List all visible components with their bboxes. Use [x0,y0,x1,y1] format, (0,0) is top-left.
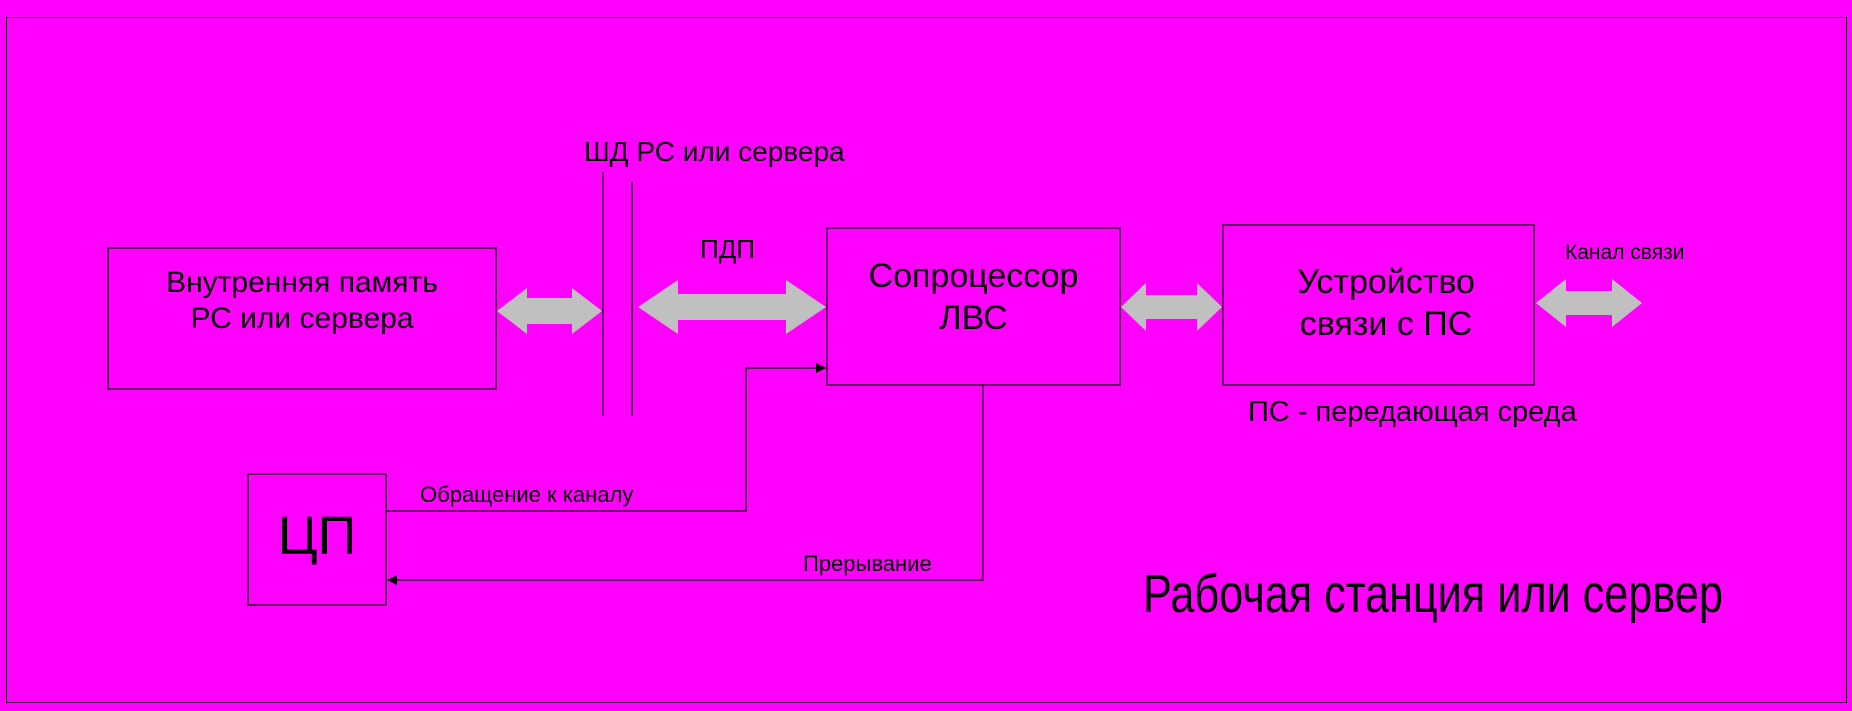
channel-request-label: Обращение к каналу [420,482,634,507]
channel-arrow [1536,279,1642,327]
coprocessor-block [826,227,1121,386]
coprocessor-label-line2: ЛВС [939,299,1008,337]
dma-arrow [638,280,826,334]
comm-device-block-label: Устройство связи с ПС [1238,258,1534,348]
channel-label: Канал связи [1565,241,1685,264]
diagram-title: Рабочая станция или сервер [1143,564,1723,624]
comm-device-block [1222,224,1535,386]
coprocessor-block-label: Сопроцессор ЛВС [827,252,1120,342]
data-bus-label: ШД РС или сервера [584,136,845,167]
dma-label: ПДП [700,234,755,264]
memory-label-line1: Внутренняя память [166,266,438,299]
channel-request-line [386,363,826,512]
cpu-block-label: ЦП [248,496,386,576]
interrupt-label: Прерывание [803,551,932,576]
coprocessor-label-line1: Сопроцессор [868,256,1079,295]
memory-label-line2: РС или сервера [190,302,414,335]
coprocessor-device-arrow [1121,283,1222,331]
medium-note: ПС - передающая среда [1248,396,1577,428]
cpu-block [247,473,387,606]
comm-device-label-line1: Устройство [1297,262,1475,301]
memory-block [107,247,497,390]
memory-block-label: Внутренняя память РС или сервера [108,256,496,346]
cpu-label: ЦП [277,506,357,566]
memory-bus-arrow [497,288,602,334]
interrupt-line [387,385,984,585]
diagram-frame [6,17,1847,703]
comm-device-label-line2: связи с ПС [1299,305,1473,343]
